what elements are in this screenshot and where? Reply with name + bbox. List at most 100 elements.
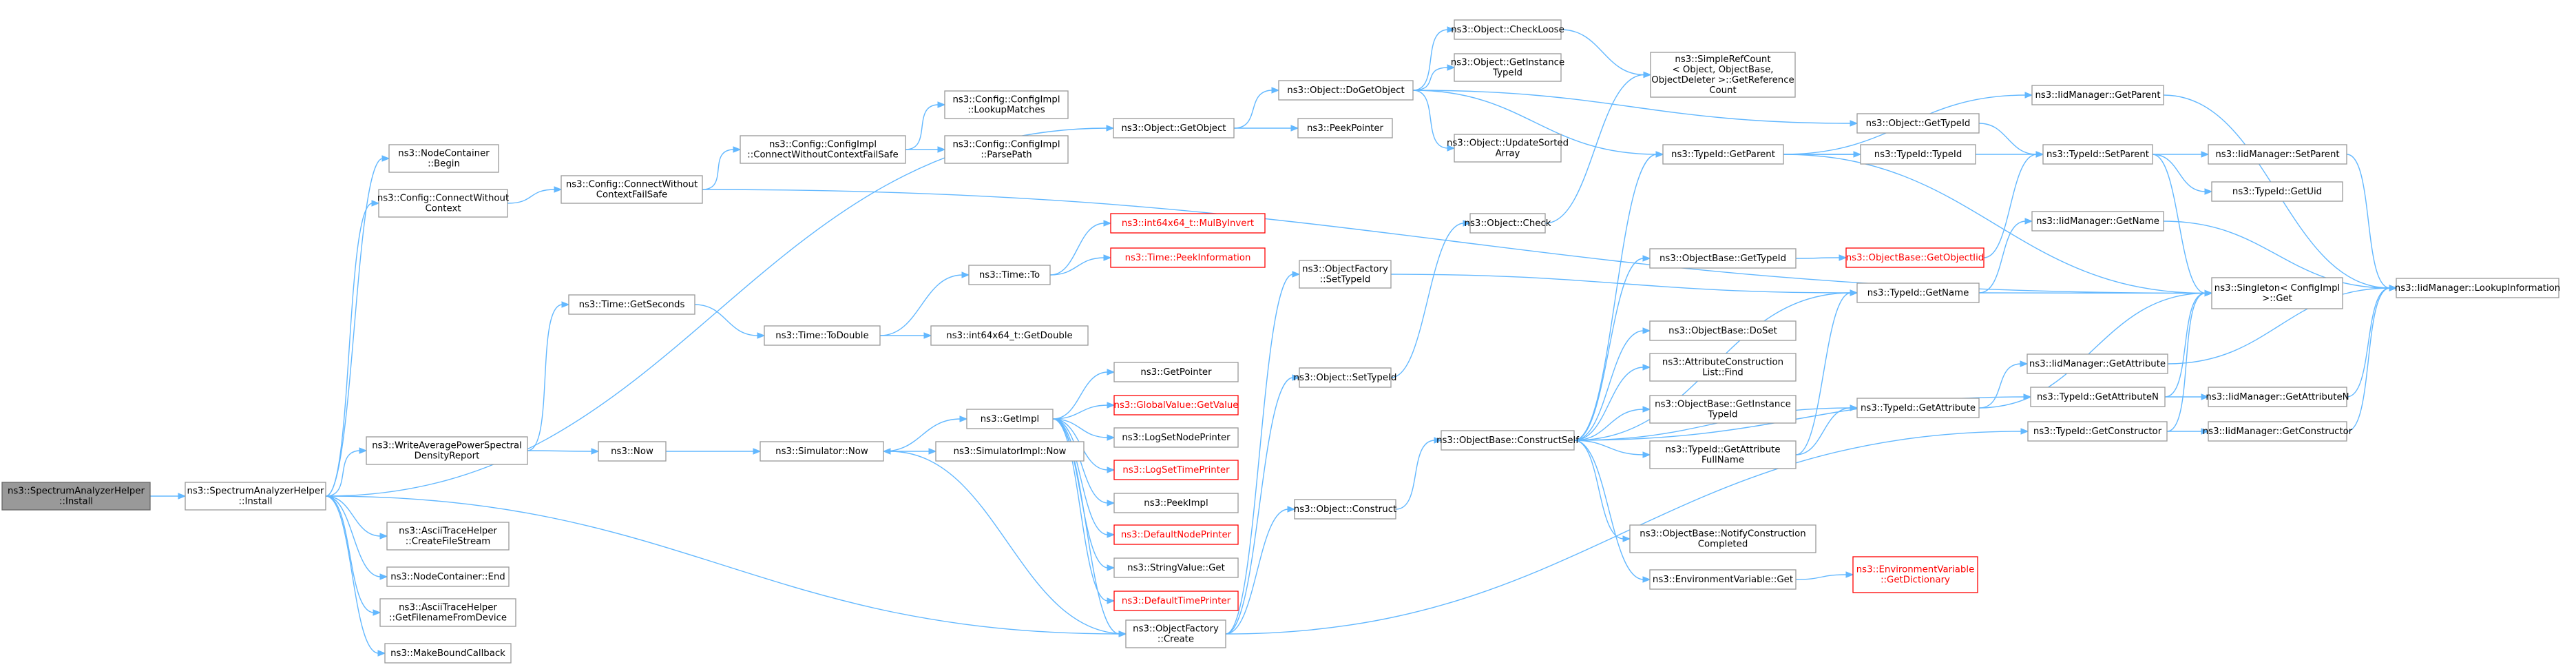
node-ns3-writeaveragepowerspectraldensityreport[interactable]: ns3::WriteAveragePowerSpectralDensityRep…: [366, 436, 528, 465]
node-ns3-now[interactable]: ns3::Now: [598, 441, 667, 462]
node-ns3-typeid-getconstructor[interactable]: ns3::TypeId::GetConstructor: [2027, 421, 2168, 442]
node-ns3-defaultnodeprinter[interactable]: ns3::DefaultNodePrinter: [1113, 524, 1239, 545]
call-edge: [905, 101, 946, 150]
node-ns3-typeid-getuid[interactable]: ns3::TypeId::GetUid: [2211, 181, 2343, 202]
node-ns3-makeboundcallback[interactable]: ns3::MakeBoundCallback: [384, 643, 512, 664]
node-ns3-simplerefcount-object-objectbase-objectdeleter-getreferencecount[interactable]: ns3::SimpleRefCount< Object, ObjectBase,…: [1650, 52, 1796, 98]
node-ns3-peekimpl[interactable]: ns3::PeekImpl: [1113, 493, 1239, 513]
node-ns3-iidmanager-getconstructor[interactable]: ns3::IidManager::GetConstructor: [2203, 421, 2353, 442]
call-edge: [325, 495, 1127, 637]
node-ns3-simulatorimpl-now[interactable]: ns3::SimulatorImpl::Now: [935, 441, 1085, 462]
node-ns3-time-getseconds[interactable]: ns3::Time::GetSeconds: [568, 294, 695, 315]
node-ns3-singleton-configimpl-get[interactable]: ns3::Singleton< ConfigImpl>::Get: [2211, 277, 2343, 309]
node-label: ns3::SpectrumAnalyzerHelper: [187, 486, 324, 497]
node-ns3-int64x64-t-getdouble[interactable]: ns3::int64x64_t::GetDouble: [930, 325, 1089, 346]
node-ns3-objectbase-gettypeid[interactable]: ns3::ObjectBase::GetTypeId: [1649, 248, 1797, 269]
node-ns3-config-configimpl-connectwithoutcontextfailsafe[interactable]: ns3::Config::ConfigImpl::ConnectWithoutC…: [740, 135, 906, 164]
node-label: ns3::Now: [611, 447, 653, 457]
node-label: ns3::Object::Check: [1465, 218, 1551, 229]
node-ns3-typeid-getattribute[interactable]: ns3::TypeId::GetAttribute: [1856, 398, 1980, 418]
node-ns3-object-check[interactable]: ns3::Object::Check: [1465, 213, 1551, 234]
node-ns3-config-connectwithoutcontext[interactable]: ns3::Config::ConnectWithoutContext: [377, 189, 509, 218]
node-ns3-getimpl[interactable]: ns3::GetImpl: [966, 409, 1054, 429]
node-ns3-object-construct[interactable]: ns3::Object::Construct: [1294, 499, 1396, 520]
node-ns3-iidmanager-getparent[interactable]: ns3::IidManager::GetParent: [2031, 85, 2164, 105]
node-ns3-config-configimpl-parsepath[interactable]: ns3::Config::ConfigImpl::ParsePath: [944, 135, 1069, 164]
node-label: < Object, ObjectBase,: [1672, 65, 1773, 75]
node-ns3-object-settypeid[interactable]: ns3::Object::SetTypeId: [1294, 367, 1397, 388]
node-ns3-typeid-getname[interactable]: ns3::TypeId::GetName: [1856, 283, 1980, 303]
node-ns3-environmentvariable-get[interactable]: ns3::EnvironmentVariable::Get: [1649, 569, 1797, 590]
node-ns3-logsetnodeprinter[interactable]: ns3::LogSetNodePrinter: [1113, 427, 1239, 448]
node-ns3-objectfactory-settypeid[interactable]: ns3::ObjectFactory::SetTypeId: [1299, 260, 1392, 289]
call-edge: [1978, 123, 2044, 158]
node-ns3-typeid-setparent[interactable]: ns3::TypeId::SetParent: [2042, 144, 2153, 165]
node-box: [1649, 395, 1797, 424]
node-ns3-object-gettypeid[interactable]: ns3::Object::GetTypeId: [1856, 113, 1980, 134]
node-label: FullName: [1701, 455, 1744, 466]
node-ns3-config-configimpl-lookupmatches[interactable]: ns3::Config::ConfigImpl::LookupMatches: [944, 90, 1069, 119]
node-ns3-getpointer[interactable]: ns3::GetPointer: [1113, 362, 1239, 382]
node-label: >::Get: [2262, 294, 2292, 304]
node-ns3-time-todouble[interactable]: ns3::Time::ToDouble: [764, 325, 881, 346]
call-edge: [1225, 271, 1301, 635]
node-ns3-objectbase-notifyconstructioncompleted[interactable]: ns3::ObjectBase::NotifyConstructionCompl…: [1629, 524, 1816, 553]
node-ns3-typeid-getattributen[interactable]: ns3::TypeId::GetAttributeN: [2030, 387, 2166, 407]
node-label: ns3::Time::GetSeconds: [579, 300, 685, 310]
node-label: ns3::ObjectBase::NotifyConstruction: [1640, 529, 1805, 540]
node-ns3-logsettimeprinter[interactable]: ns3::LogSetTimePrinter: [1113, 460, 1239, 480]
node-label: ns3::Object::GetObject: [1121, 123, 1226, 134]
node-label: ::Install: [59, 497, 93, 507]
node-ns3-typeid-getparent[interactable]: ns3::TypeId::GetParent: [1662, 144, 1784, 165]
node-label: ns3::StringValue::Get: [1127, 563, 1225, 573]
node-ns3-time-to[interactable]: ns3::Time::To: [968, 265, 1051, 285]
node-box: [185, 482, 326, 511]
node-ns3-int64x64-t-mulbyinvert[interactable]: ns3::int64x64_t::MulByInvert: [1110, 213, 1266, 234]
node-ns3-spectrumanalyzerhelper-install[interactable]: ns3::SpectrumAnalyzerHelper::Install: [185, 482, 326, 511]
node-ns3-nodecontainer-end[interactable]: ns3::NodeContainer::End: [386, 566, 510, 587]
node-label: List::Find: [1702, 368, 1743, 378]
node-label: ns3::int64x64_t::MulByInvert: [1122, 218, 1254, 229]
node-ns3-iidmanager-getname[interactable]: ns3::IidManager::GetName: [2031, 211, 2164, 232]
node-ns3-globalvalue-getvalue[interactable]: ns3::GlobalValue::GetValue: [1113, 395, 1239, 415]
node-ns3-objectbase-getobjectiid[interactable]: ns3::ObjectBase::GetObjectIid: [1845, 247, 1985, 268]
node-ns3-peekpointer[interactable]: ns3::PeekPointer: [1297, 118, 1393, 138]
node-ns3-objectbase-constructself[interactable]: ns3::ObjectBase::ConstructSelf: [1436, 430, 1579, 451]
node-label: Context: [425, 204, 461, 214]
node-ns3-time-peekinformation[interactable]: ns3::Time::PeekInformation: [1110, 247, 1266, 268]
node-ns3-config-connectwithoutcontextfailsafe[interactable]: ns3::Config::ConnectWithoutContextFailSa…: [561, 175, 703, 204]
node-box: [386, 566, 510, 587]
node-ns3-iidmanager-setparent[interactable]: ns3::IidManager::SetParent: [2208, 144, 2347, 165]
node-ns3-object-dogetobject[interactable]: ns3::Object::DoGetObject: [1278, 80, 1414, 101]
node-ns3-iidmanager-getattribute[interactable]: ns3::IidManager::GetAttribute: [2027, 353, 2168, 374]
node-box: [2208, 144, 2347, 165]
node-ns3-iidmanager-lookupinformation[interactable]: ns3::IidManager::LookupInformation: [2395, 278, 2560, 298]
node-label: ns3::TypeId::GetUid: [2232, 187, 2322, 197]
node-box: [2211, 181, 2343, 202]
node-ns3-object-checkloose[interactable]: ns3::Object::CheckLoose: [1451, 19, 1564, 40]
node-ns3-objectfactory-create[interactable]: ns3::ObjectFactory::Create: [1125, 619, 1226, 648]
node-ns3-stringvalue-get[interactable]: ns3::StringValue::Get: [1113, 557, 1239, 578]
node-ns3-simulator-now[interactable]: ns3::Simulator::Now: [760, 441, 884, 462]
node-ns3-environmentvariable-getdictionary[interactable]: ns3::EnvironmentVariable::GetDictionary: [1852, 556, 1978, 593]
node-ns3-asciitracehelper-createfilestream[interactable]: ns3::AsciiTraceHelper::CreateFileStream: [386, 522, 510, 551]
node-ns3-typeid-typeid[interactable]: ns3::TypeId::TypeId: [1860, 144, 1976, 165]
node-box: [378, 189, 508, 218]
node-label: ns3::IidManager::GetConstructor: [2203, 427, 2353, 437]
node-ns3-object-getobject[interactable]: ns3::Object::GetObject: [1113, 118, 1235, 138]
node-label: DensityReport: [415, 451, 480, 462]
node-ns3-nodecontainer-begin[interactable]: ns3::NodeContainer::Begin: [388, 144, 499, 173]
node-label: ns3::PeekPointer: [1307, 123, 1384, 134]
node-ns3-objectbase-doset[interactable]: ns3::ObjectBase::DoSet: [1649, 320, 1797, 341]
node-label: ns3::TypeId::GetAttributeN: [2037, 392, 2159, 402]
node-ns3-asciitracehelper-getfilenamefromdevice[interactable]: ns3::AsciiTraceHelper::GetFilenameFromDe…: [379, 598, 516, 627]
node-ns3-iidmanager-getattributen[interactable]: ns3::IidManager::GetAttributeN: [2206, 387, 2349, 407]
call-edge: [1983, 151, 2044, 258]
node-ns3-defaulttimeprinter[interactable]: ns3::DefaultTimePrinter: [1113, 591, 1239, 611]
